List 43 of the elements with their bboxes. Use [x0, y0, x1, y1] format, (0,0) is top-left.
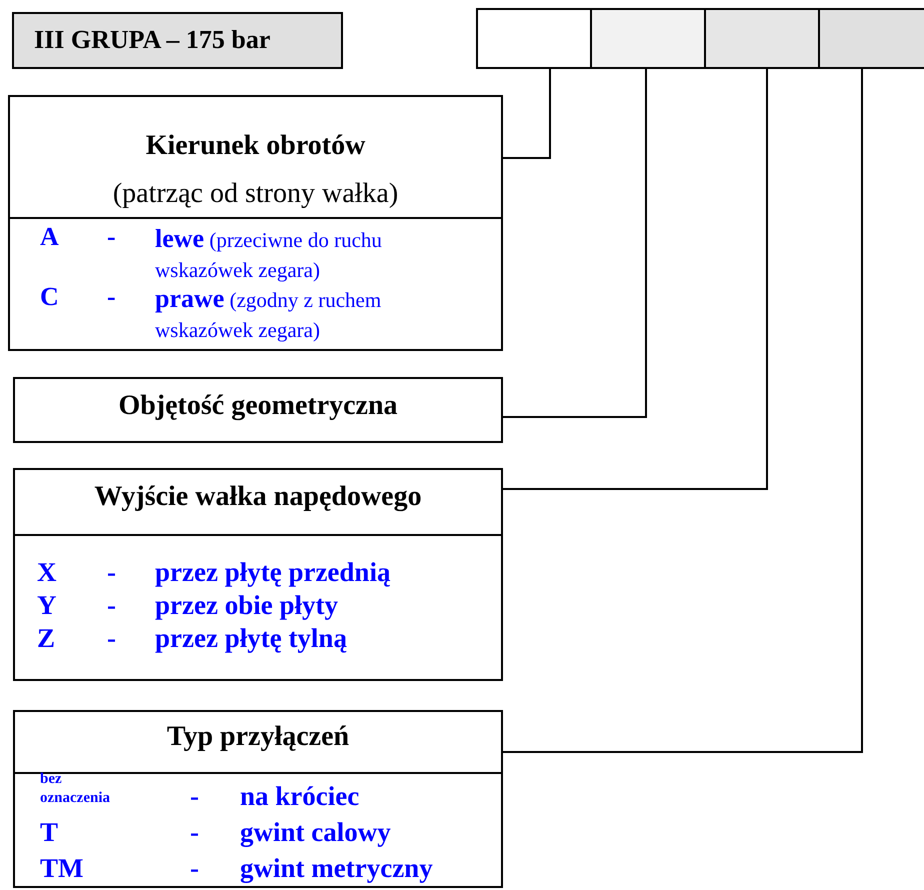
option-code: TM: [40, 852, 84, 884]
dash-separator: -: [107, 622, 116, 654]
option-description: prawe (zgodny z ruchem wskazówek zegara): [155, 284, 382, 344]
option-panel: [13, 377, 503, 443]
dash-separator: -: [107, 281, 116, 312]
code-cell: [818, 8, 924, 69]
option-description: gwint metryczny: [240, 852, 433, 884]
option-description: lewe (przeciwne do ruchu wskazówek zegara): [155, 224, 383, 284]
connector-line: [503, 69, 647, 418]
option-code: C: [40, 281, 59, 312]
panel-heading: Wyjście wałka napędowego: [93, 480, 423, 514]
option-code: T: [40, 816, 58, 848]
option-description: przez płytę tylną: [155, 622, 347, 654]
title-text: III GRUPA – 175 bar: [34, 24, 270, 55]
option-code: bez oznaczenia: [40, 770, 110, 808]
dash-separator: -: [190, 780, 199, 812]
panel-heading: Objętość geometryczna: [117, 389, 399, 423]
option-panel: [8, 95, 503, 351]
option-description: przez obie płyty: [155, 589, 338, 621]
panel-heading: Typ przyłączeń: [166, 720, 350, 754]
option-description: gwint calowy: [240, 816, 391, 848]
option-panel: [13, 710, 503, 888]
connector-line: [503, 69, 551, 159]
group-label: [12, 12, 343, 69]
code-cell: [476, 8, 592, 69]
panel-heading: Kierunek obrotów: [144, 129, 366, 163]
option-code: Z: [37, 622, 56, 654]
dash-separator: -: [190, 816, 199, 848]
code-cell: [704, 8, 820, 69]
dash-separator: -: [107, 556, 116, 588]
dash-separator: -: [107, 221, 116, 252]
dash-separator: -: [107, 589, 116, 621]
code-cell: [590, 8, 706, 69]
connector-line: [503, 69, 863, 753]
dash-separator: -: [190, 852, 199, 884]
option-description: na króciec: [240, 780, 360, 812]
option-panel: [13, 468, 503, 681]
connector-line: [503, 69, 768, 490]
option-description: przez płytę przednią: [155, 556, 390, 588]
option-code: Y: [37, 589, 56, 621]
panel-subheading: (patrząc od strony wałka): [112, 177, 400, 211]
option-code: X: [37, 556, 56, 588]
option-code: A: [40, 221, 59, 252]
